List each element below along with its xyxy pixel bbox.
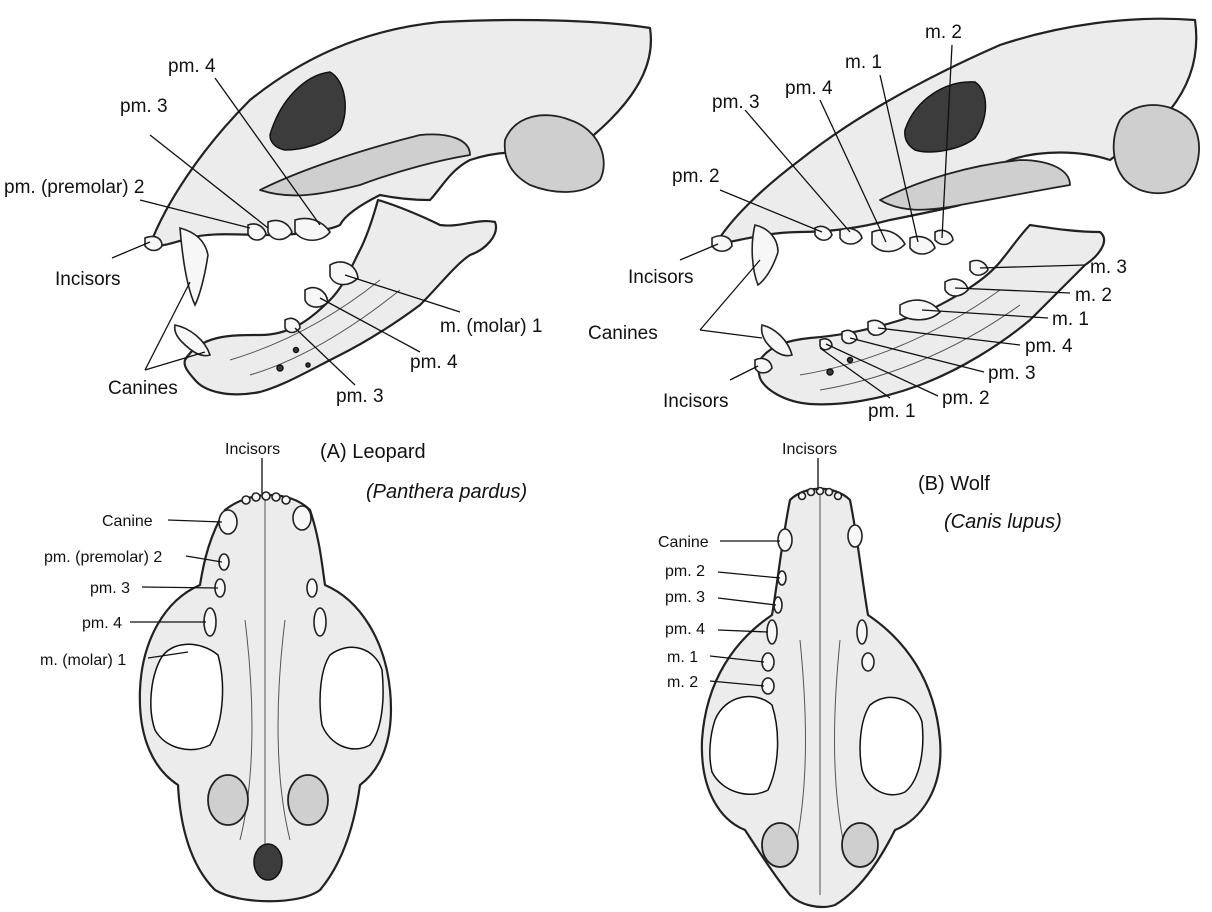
wolf-ventral-labels: Incisors Canine pm. 2 pm. 3 pm. 4 m. 1 m… xyxy=(658,441,837,691)
label-wolf-m2-upper: m. 2 xyxy=(925,22,962,43)
label-wolf-v-pm2: pm. 2 xyxy=(665,563,705,580)
wolf-lateral-labels: m. 2 m. 1 pm. 4 pm. 3 pm. 2 Incisors Can… xyxy=(588,22,1127,422)
label-wolf-m1-upper: m. 1 xyxy=(845,52,882,73)
label-wolf-v-m1: m. 1 xyxy=(667,649,698,666)
label-wolf-pm3-lower: pm. 3 xyxy=(988,363,1036,384)
label-leopard-v-canine: Canine xyxy=(102,513,153,530)
title-leopard: (A) Leopard xyxy=(320,441,426,463)
wolf-ventral-skull xyxy=(700,486,942,909)
label-wolf-v-pm4: pm. 4 xyxy=(665,621,705,638)
label-leopard-canines: Canines xyxy=(108,378,178,399)
label-leopard-pm2-upper: pm. (premolar) 2 xyxy=(4,177,144,198)
label-wolf-incisors-upper: Incisors xyxy=(628,267,693,288)
leopard-lateral-skull xyxy=(144,18,652,396)
label-leopard-v-m1: m. (molar) 1 xyxy=(40,652,126,669)
leader-lines xyxy=(111,44,1086,687)
label-wolf-v-pm3: pm. 3 xyxy=(665,589,705,606)
species-wolf: (Canis lupus) xyxy=(944,511,1062,533)
label-wolf-pm2-lower: pm. 2 xyxy=(942,388,990,409)
label-wolf-pm4-lower: pm. 4 xyxy=(1025,336,1073,357)
species-leopard: (Panthera pardus) xyxy=(366,481,527,503)
label-wolf-pm4-upper: pm. 4 xyxy=(785,78,833,99)
label-leopard-pm4-lower: pm. 4 xyxy=(410,352,458,373)
panel-titles: (A) Leopard (Panthera pardus) (B) Wolf (… xyxy=(320,441,1062,533)
label-leopard-v-incisors: Incisors xyxy=(225,441,280,458)
label-wolf-canines: Canines xyxy=(588,323,658,344)
label-wolf-v-incisors: Incisors xyxy=(782,441,837,458)
title-wolf: (B) Wolf xyxy=(918,473,990,495)
label-leopard-incisors: Incisors xyxy=(55,269,120,290)
leopard-ventral-skull xyxy=(138,491,392,903)
label-wolf-v-canine: Canine xyxy=(658,534,709,551)
leopard-ventral-labels: Incisors Canine pm. (premolar) 2 pm. 3 p… xyxy=(40,441,280,669)
label-wolf-m3-lower: m. 3 xyxy=(1090,257,1127,278)
label-wolf-v-m2: m. 2 xyxy=(667,674,698,691)
label-wolf-m2-lower: m. 2 xyxy=(1075,285,1112,306)
label-leopard-v-pm4: pm. 4 xyxy=(82,615,122,632)
label-wolf-pm2-upper: pm. 2 xyxy=(672,166,720,187)
label-wolf-pm1-lower: pm. 1 xyxy=(868,401,916,422)
label-leopard-v-pm3: pm. 3 xyxy=(90,580,130,597)
label-leopard-pm4-upper: pm. 4 xyxy=(168,56,216,77)
label-wolf-incisors-lower: Incisors xyxy=(663,391,728,412)
label-leopard-m1-lower: m. (molar) 1 xyxy=(440,316,542,337)
label-leopard-pm3-lower: pm. 3 xyxy=(336,386,384,407)
label-leopard-v-pm2: pm. (premolar) 2 xyxy=(44,549,162,566)
label-leopard-pm3-upper: pm. 3 xyxy=(120,96,168,117)
label-wolf-pm3-upper: pm. 3 xyxy=(712,92,760,113)
leopard-lateral-labels: pm. 4 pm. 3 pm. (premolar) 2 Incisors Ca… xyxy=(4,56,542,407)
wolf-lateral-skull xyxy=(711,17,1200,406)
label-wolf-m1-lower: m. 1 xyxy=(1052,309,1089,330)
